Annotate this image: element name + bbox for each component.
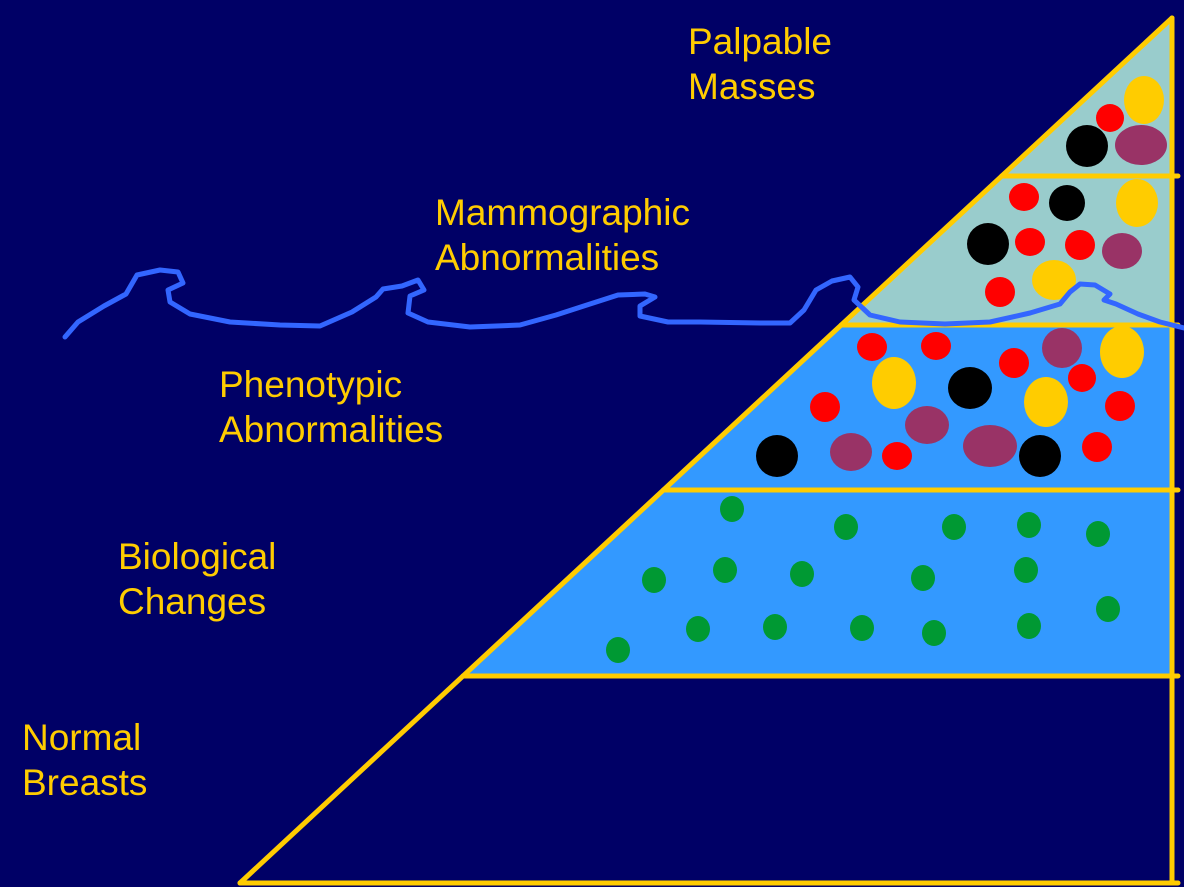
dot-marker (1124, 76, 1164, 124)
dot-marker (850, 615, 874, 641)
dot-marker (1017, 613, 1041, 639)
dot-marker (942, 514, 966, 540)
dot-marker (1014, 557, 1038, 583)
dot-marker (1100, 326, 1144, 378)
dot-marker (1065, 230, 1095, 260)
dot-marker (1019, 435, 1061, 477)
label-line: Biological (118, 534, 276, 579)
dot-marker (606, 637, 630, 663)
dot-marker (1066, 125, 1108, 167)
dot-marker (1017, 512, 1041, 538)
dot-marker (763, 614, 787, 640)
dot-marker (967, 223, 1009, 265)
label-line: Changes (118, 579, 276, 624)
label-phenotypic-abnormalities: Phenotypic Abnormalities (219, 362, 443, 452)
dot-marker (948, 367, 992, 409)
tier-fill-biological (463, 490, 1172, 676)
label-palpable-masses: Palpable Masses (688, 19, 832, 109)
dot-marker (922, 620, 946, 646)
dot-marker (1105, 391, 1135, 421)
dot-marker (756, 435, 798, 477)
dot-marker (1102, 233, 1142, 269)
label-mammographic-abnormalities: Mammographic Abnormalities (435, 190, 690, 280)
label-line: Breasts (22, 760, 147, 805)
dot-marker (1042, 328, 1082, 368)
label-line: Palpable (688, 19, 832, 64)
dot-marker (713, 557, 737, 583)
label-line: Masses (688, 64, 832, 109)
label-normal-breasts: Normal Breasts (22, 715, 147, 805)
dot-marker (642, 567, 666, 593)
dot-marker (1086, 521, 1110, 547)
tier-fill-normal (240, 676, 1172, 883)
dot-marker (999, 348, 1029, 378)
dot-marker (921, 332, 951, 360)
label-line: Phenotypic (219, 362, 443, 407)
dot-marker (872, 357, 916, 409)
dot-marker (905, 406, 949, 444)
dot-marker (1068, 364, 1096, 392)
label-line: Abnormalities (435, 235, 690, 280)
dot-marker (882, 442, 912, 470)
tier-fill-phenotypic (663, 325, 1172, 490)
dot-marker (857, 333, 887, 361)
dot-marker (985, 277, 1015, 307)
dot-marker (686, 616, 710, 642)
dot-marker (1096, 596, 1120, 622)
dot-marker (720, 496, 744, 522)
dot-marker (1024, 377, 1068, 427)
dot-marker (1082, 432, 1112, 462)
dot-marker (1116, 179, 1158, 227)
label-line: Normal (22, 715, 147, 760)
dot-marker (834, 514, 858, 540)
label-line: Abnormalities (219, 407, 443, 452)
dot-marker (1096, 104, 1124, 132)
dot-marker (963, 425, 1017, 467)
dot-marker (1015, 228, 1045, 256)
dot-marker (830, 433, 872, 471)
dot-marker (911, 565, 935, 591)
label-biological-changes: Biological Changes (118, 534, 276, 624)
label-line: Mammographic (435, 190, 690, 235)
dot-marker (810, 392, 840, 422)
dot-marker (790, 561, 814, 587)
dot-marker (1009, 183, 1039, 211)
dot-marker (1049, 185, 1085, 221)
dot-marker (1115, 125, 1167, 165)
